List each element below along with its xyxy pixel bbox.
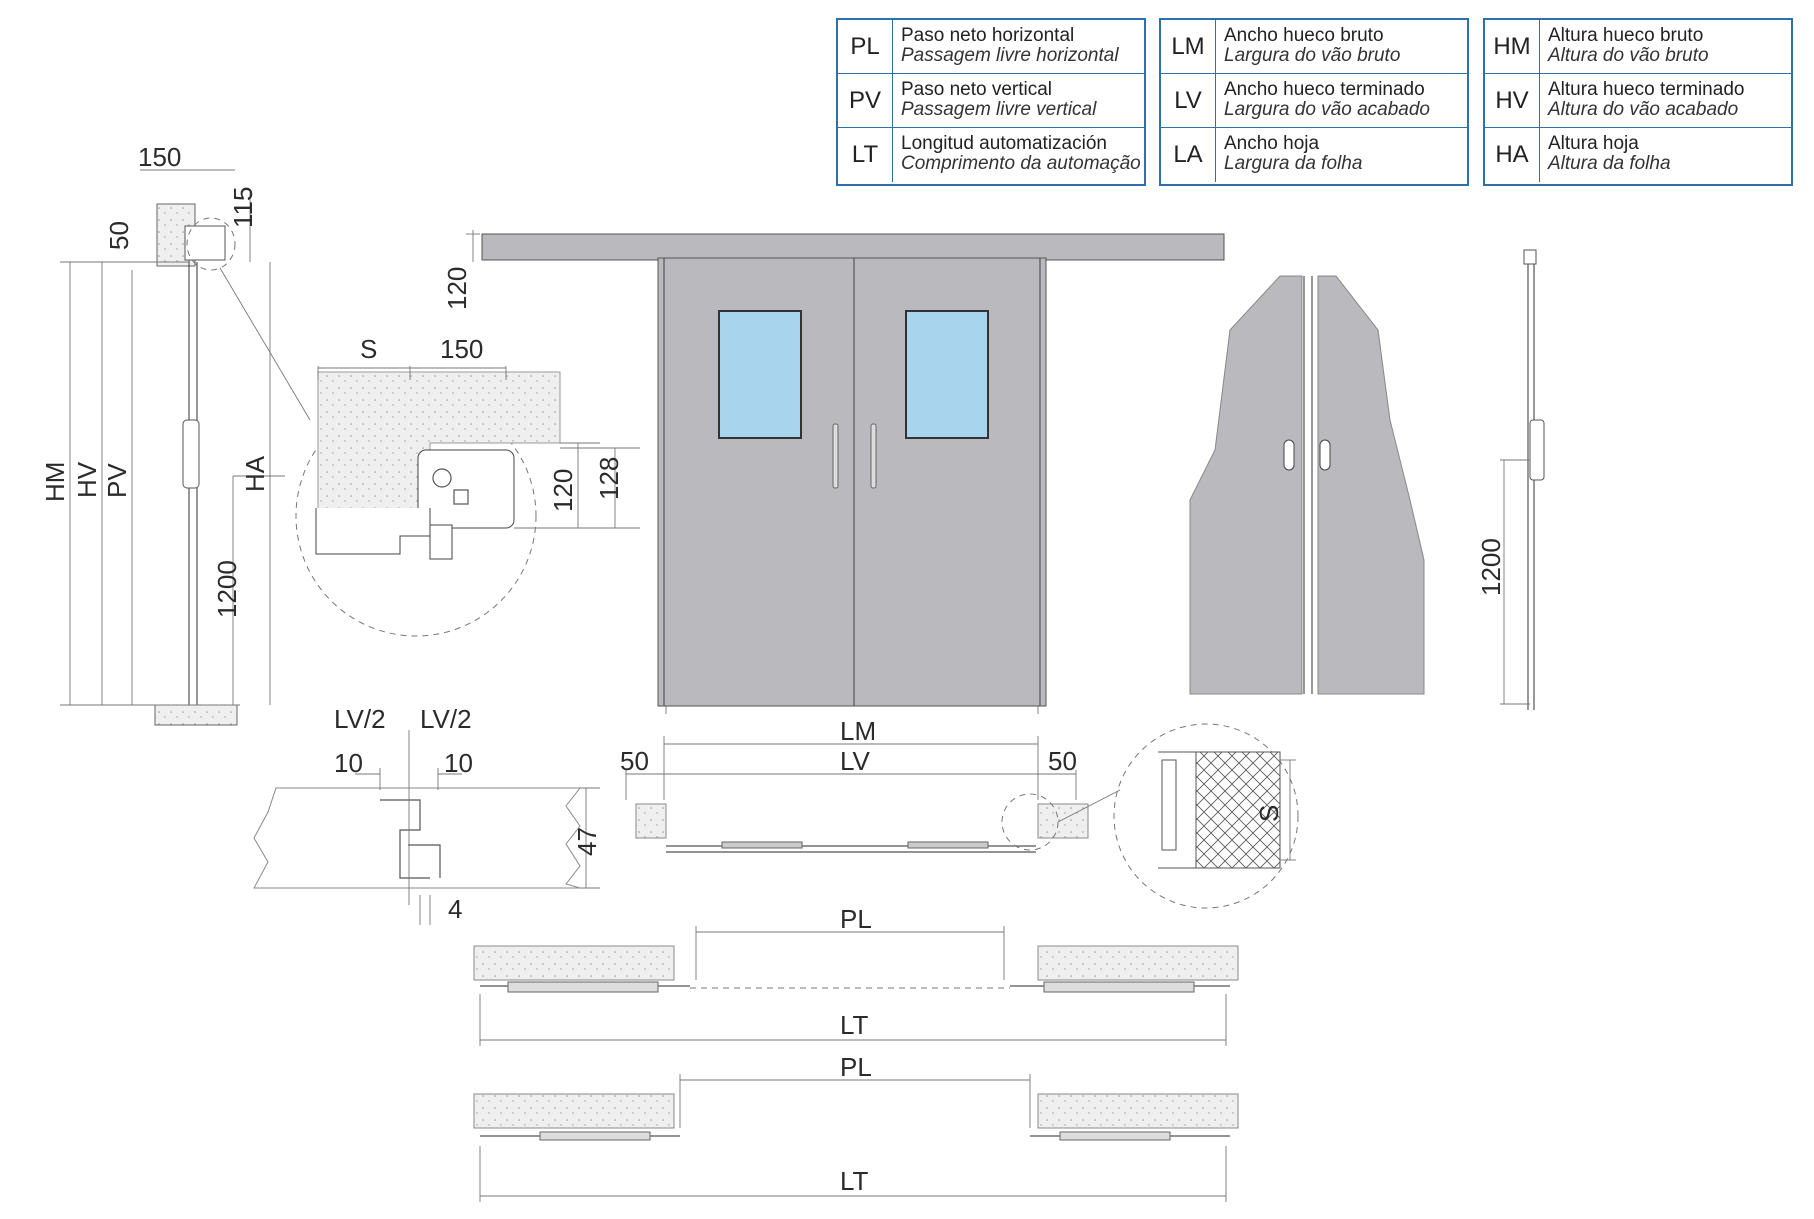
- dim-pl-1: PL: [840, 904, 872, 934]
- door-front-view: 120: [442, 230, 1225, 714]
- legend-code: HA: [1485, 128, 1540, 182]
- right-side-view: 1200: [1476, 249, 1545, 710]
- legend-es: Paso neto vertical: [901, 79, 1053, 100]
- legend-pt: Altura da folha: [1548, 153, 1671, 174]
- legend-es: Altura hoja: [1548, 133, 1639, 154]
- legend-pt: Largura do vão bruto: [1224, 45, 1401, 66]
- legend-pt: Largura da folha: [1224, 153, 1363, 174]
- dim-lv2-right: LV/2: [420, 704, 472, 734]
- dim-pl-2: PL: [840, 1052, 872, 1082]
- legend-code: LT: [838, 128, 893, 182]
- legend-code: PL: [838, 20, 893, 73]
- dim-1200-left: 1200: [212, 560, 242, 618]
- dim-s-detail: S: [360, 334, 377, 364]
- legend-pt: Largura do vão acabado: [1224, 99, 1430, 120]
- legend-code: PV: [838, 74, 893, 127]
- dim-150-detail: 150: [440, 334, 483, 364]
- dim-50-right-plan: 50: [1048, 746, 1077, 776]
- dim-lt-2: LT: [840, 1166, 869, 1196]
- dim-pv: PV: [102, 463, 132, 498]
- dim-47: 47: [572, 827, 602, 856]
- dim-115: 115: [228, 187, 258, 228]
- lm-lv-plan-view: LM LV 50 50: [620, 716, 1121, 853]
- side-section-view: 150 115 50 HM HV PV HA 1200: [40, 142, 311, 726]
- legend-code: HM: [1485, 20, 1540, 73]
- legend-es: Ancho hueco terminado: [1224, 79, 1425, 100]
- legend-es: Altura hueco terminado: [1548, 79, 1745, 100]
- legend-pt: Passagem livre vertical: [901, 99, 1097, 120]
- legend-code: HV: [1485, 74, 1540, 127]
- legend-pt: Comprimento da automação: [901, 153, 1141, 174]
- shaped-door-view: [1189, 275, 1425, 695]
- legend-es: Altura hueco bruto: [1548, 25, 1704, 46]
- dim-ha: HA: [240, 455, 270, 492]
- dim-lt-1: LT: [840, 1010, 869, 1040]
- legend-code: LV: [1161, 74, 1216, 127]
- dim-lv: LV: [840, 746, 871, 776]
- legend-code: LM: [1161, 20, 1216, 73]
- legend-pt: Altura do vão bruto: [1548, 45, 1709, 66]
- dim-50-left: 50: [104, 221, 134, 250]
- dim-1200-right: 1200: [1476, 538, 1506, 596]
- legend-pt: Altura do vão acabado: [1548, 99, 1739, 120]
- dim-lm: LM: [840, 716, 876, 746]
- legend-es: Paso neto horizontal: [901, 25, 1075, 46]
- dim-120-front: 120: [442, 267, 472, 310]
- legend-es: Ancho hueco bruto: [1224, 25, 1384, 46]
- dim-hm: HM: [40, 462, 70, 502]
- detail-circle-top: S 150 120 128: [295, 334, 640, 637]
- dim-150-top: 150: [138, 142, 181, 172]
- legend-es: Longitud automatización: [901, 133, 1107, 154]
- legend-code: LA: [1161, 128, 1216, 182]
- dim-50-left-plan: 50: [620, 746, 649, 776]
- detail-circle-right: S: [1113, 723, 1299, 909]
- lv-half-detail: LV/2 LV/2 10 10 47 4: [253, 704, 602, 925]
- legend-es: Ancho hoja: [1224, 133, 1320, 154]
- dim-s-right: S: [1254, 805, 1284, 822]
- dim-lv2-left: LV/2: [334, 704, 386, 734]
- dim-128: 128: [594, 457, 624, 500]
- dim-hv: HV: [72, 461, 102, 498]
- dim-10-left: 10: [334, 748, 363, 778]
- dim-10-right: 10: [444, 748, 473, 778]
- pl-lt-plan-1: PL LT: [473, 904, 1239, 1046]
- dim-4: 4: [448, 894, 462, 924]
- pl-lt-plan-2: PL LT: [473, 1052, 1239, 1202]
- dim-120-detail: 120: [548, 469, 578, 512]
- legend-pt: Passagem livre horizontal: [901, 45, 1119, 66]
